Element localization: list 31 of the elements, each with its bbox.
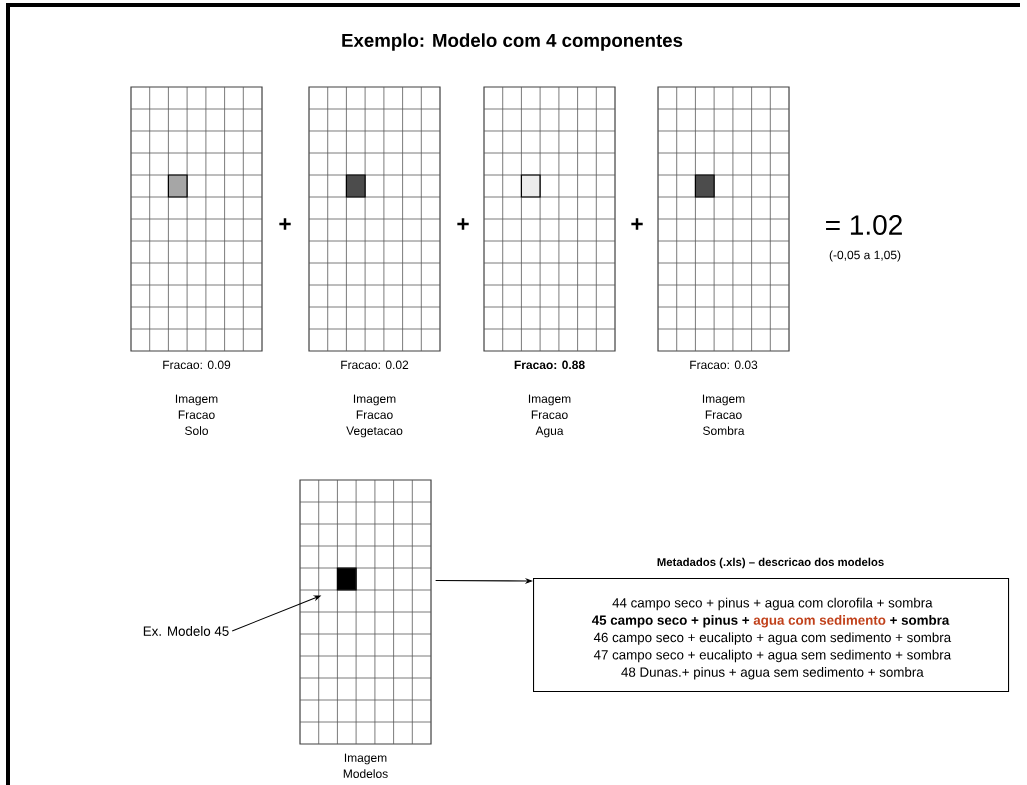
caption-text: Fracao: 0.02 [341,360,409,370]
caption-text: Imagem Fracao Vegetacao [346,394,403,438]
plus-sign: + [631,218,643,230]
title: Exemplo: Modelo com 4 componentes [342,33,683,51]
plus-sign: + [457,218,469,230]
caption-text: Fracao: 0.09 [163,360,231,370]
caption-text: Imagem Modelos [343,753,388,778]
node-label: 48 Dunas.+ pinus + agua sem sedimento + sombra [621,667,924,680]
label-text: Ex. Modelo 45 [143,626,229,636]
node-label: 44 campo seco + pinus + agua com clorofila + sombra [612,597,933,611]
box-heading: Metadados (.xls) – descricao dos modelos [657,557,884,569]
grid-image [483,86,616,352]
grid-image [299,479,432,745]
caption-text: Imagem Fracao Solo [175,394,218,435]
sum-value: = 1.02 [826,215,902,235]
caption-text: Fracao: 0.88 [514,360,585,370]
arrow [435,577,533,584]
node-label: 46 campo seco + eucalipto + agua com sedimento + sombra [593,632,952,645]
node-label: 45 campo seco + pinus + [591,615,750,628]
grid-image [130,86,263,352]
text-box: 44 campo seco + pinus + agua com clorofila + sombra 45 campo seco + pinus + agua com sedimento + sombra 46 campo seco + eucalipto + agua com sedimento + sombra 47 campo seco + eucalipto + agua sem sedimento + sombra 48 Dunas.+ pinus + agua sem sedimento + sombra [533,578,1010,693]
range-note: (-0,05 a 1,05) [829,250,901,262]
plus-sign: + [279,218,291,230]
grid-image [308,86,441,352]
caption-text: Imagem Fracao Agua [528,394,571,438]
caption-text: Imagem Fracao Sombra [702,394,745,435]
caption-text: Fracao: 0.03 [690,360,758,370]
node-label: agua com sedimento [753,615,886,628]
node-label: + sombra [890,615,950,625]
grid-image [657,86,790,352]
node-label: 47 campo seco + eucalipto + agua sem sedimento + sombra [593,649,952,663]
